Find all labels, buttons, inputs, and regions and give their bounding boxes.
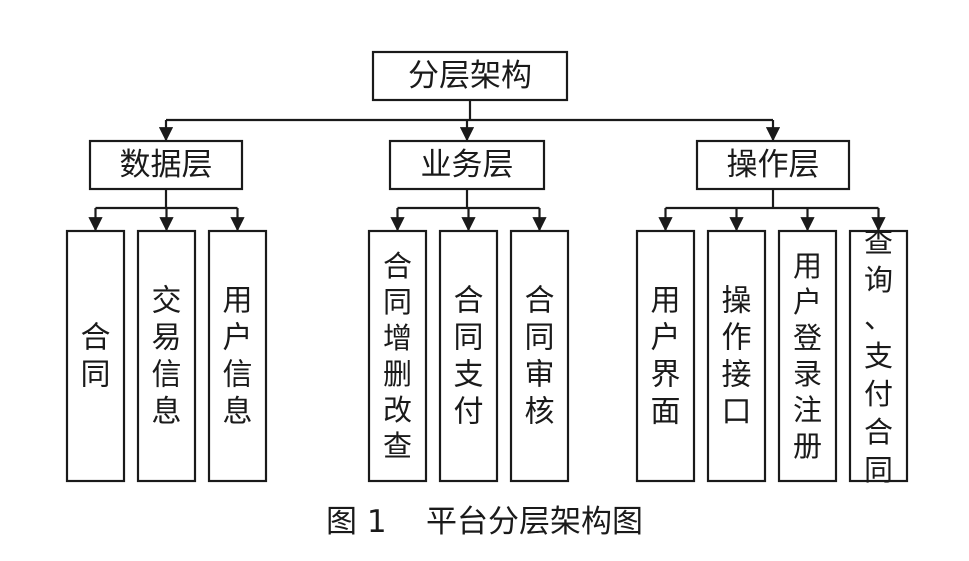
- leaf-node: 交易信息: [136, 229, 197, 483]
- leaf-label: 合同支付: [454, 283, 484, 429]
- leaf-label: 用户界面: [651, 283, 681, 429]
- architecture-diagram: 分层架构 数据层 业务层 操作层 合同 交易信息 用户信息 合同增删改查 合同支付 合同审…: [65, 50, 909, 487]
- leaf-nodes: 合同 交易信息 用户信息 合同增删改查 合同支付 合同审核 用户界面 操作接口 用户登录注册 查询…: [65, 225, 909, 487]
- layer-node-business: 业务层: [388, 139, 546, 191]
- layer-node-data: 数据层: [88, 139, 244, 191]
- figure-caption: 图 1 平台分层架构图: [0, 496, 969, 541]
- leaf-node: 操作接口: [706, 229, 767, 483]
- leaf-label: 合同: [81, 320, 111, 392]
- root-label: 分层架构: [408, 58, 532, 94]
- leaf-label: 合同审核: [525, 283, 555, 429]
- leaf-node: 合同支付: [438, 229, 499, 483]
- figure-number: 图 1: [326, 504, 387, 540]
- leaf-node: 用户信息: [207, 229, 268, 483]
- leaf-label: 操作接口: [722, 283, 752, 429]
- leaf-label: 用户登录注册: [793, 249, 822, 463]
- leaf-label: 合同增删改查: [383, 249, 412, 463]
- connector-lines: [88, 100, 886, 232]
- layer-label-business: 业务层: [421, 147, 514, 183]
- leaf-node: 查询、支付合同: [848, 225, 909, 487]
- layer-label-data: 数据层: [120, 147, 213, 183]
- root-node: 分层架构: [371, 50, 569, 102]
- figure-title: 平台分层架构图: [426, 504, 643, 540]
- leaf-label: 交易信息: [152, 283, 182, 429]
- layer-node-operation: 操作层: [695, 139, 851, 191]
- leaf-node: 用户登录注册: [777, 229, 838, 483]
- leaf-label: 用户信息: [223, 283, 253, 429]
- leaf-node: 合同审核: [509, 229, 570, 483]
- leaf-node: 合同增删改查: [367, 229, 428, 483]
- leaf-label: 查询、支付合同: [864, 225, 893, 487]
- leaf-node: 用户界面: [635, 229, 696, 483]
- leaf-node: 合同: [65, 229, 126, 483]
- layer-label-operation: 操作层: [727, 147, 820, 183]
